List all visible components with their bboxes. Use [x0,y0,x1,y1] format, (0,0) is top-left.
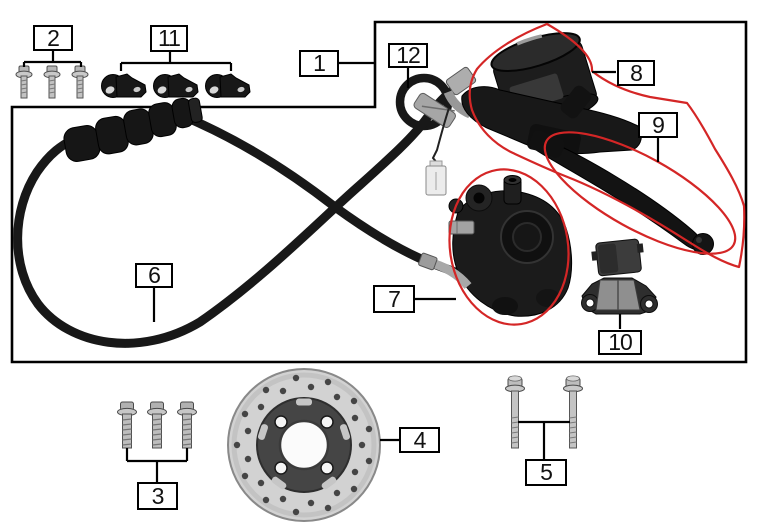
callout-6: 6 [135,263,173,288]
hose-rubber-sleeve [63,97,203,162]
callout-10: 10 [598,330,642,355]
brake-pads-drawing [581,238,658,315]
brake-disc-drawing [227,368,381,522]
callout-1: 1 [299,50,339,77]
brake-lever-drawing [529,130,714,255]
callout-11: 11 [150,25,188,52]
main-enclosure-box [10,20,748,364]
switch-wire-and-connector [425,107,450,196]
brake-hose-drawing [13,73,460,348]
banjo-bolt [445,66,477,96]
disc-bolts-drawing [116,401,198,449]
callout-7: 7 [373,285,415,313]
brake-caliper-drawing [418,175,573,317]
callout-4: 4 [399,427,440,453]
callout-2: 2 [33,25,73,51]
callout-8: 8 [617,60,655,86]
handlebar-clamp-bolts-drawing [15,65,89,99]
callout-5: 5 [525,459,567,486]
callout-9: 9 [638,112,678,138]
callout-leader-lines [22,51,660,482]
caliper-mount-bolt [448,220,475,235]
callout-12: 12 [388,43,428,68]
highlight-caliper [448,168,570,326]
callout-3: 3 [137,482,178,510]
cable-clamps-drawing [101,73,251,98]
